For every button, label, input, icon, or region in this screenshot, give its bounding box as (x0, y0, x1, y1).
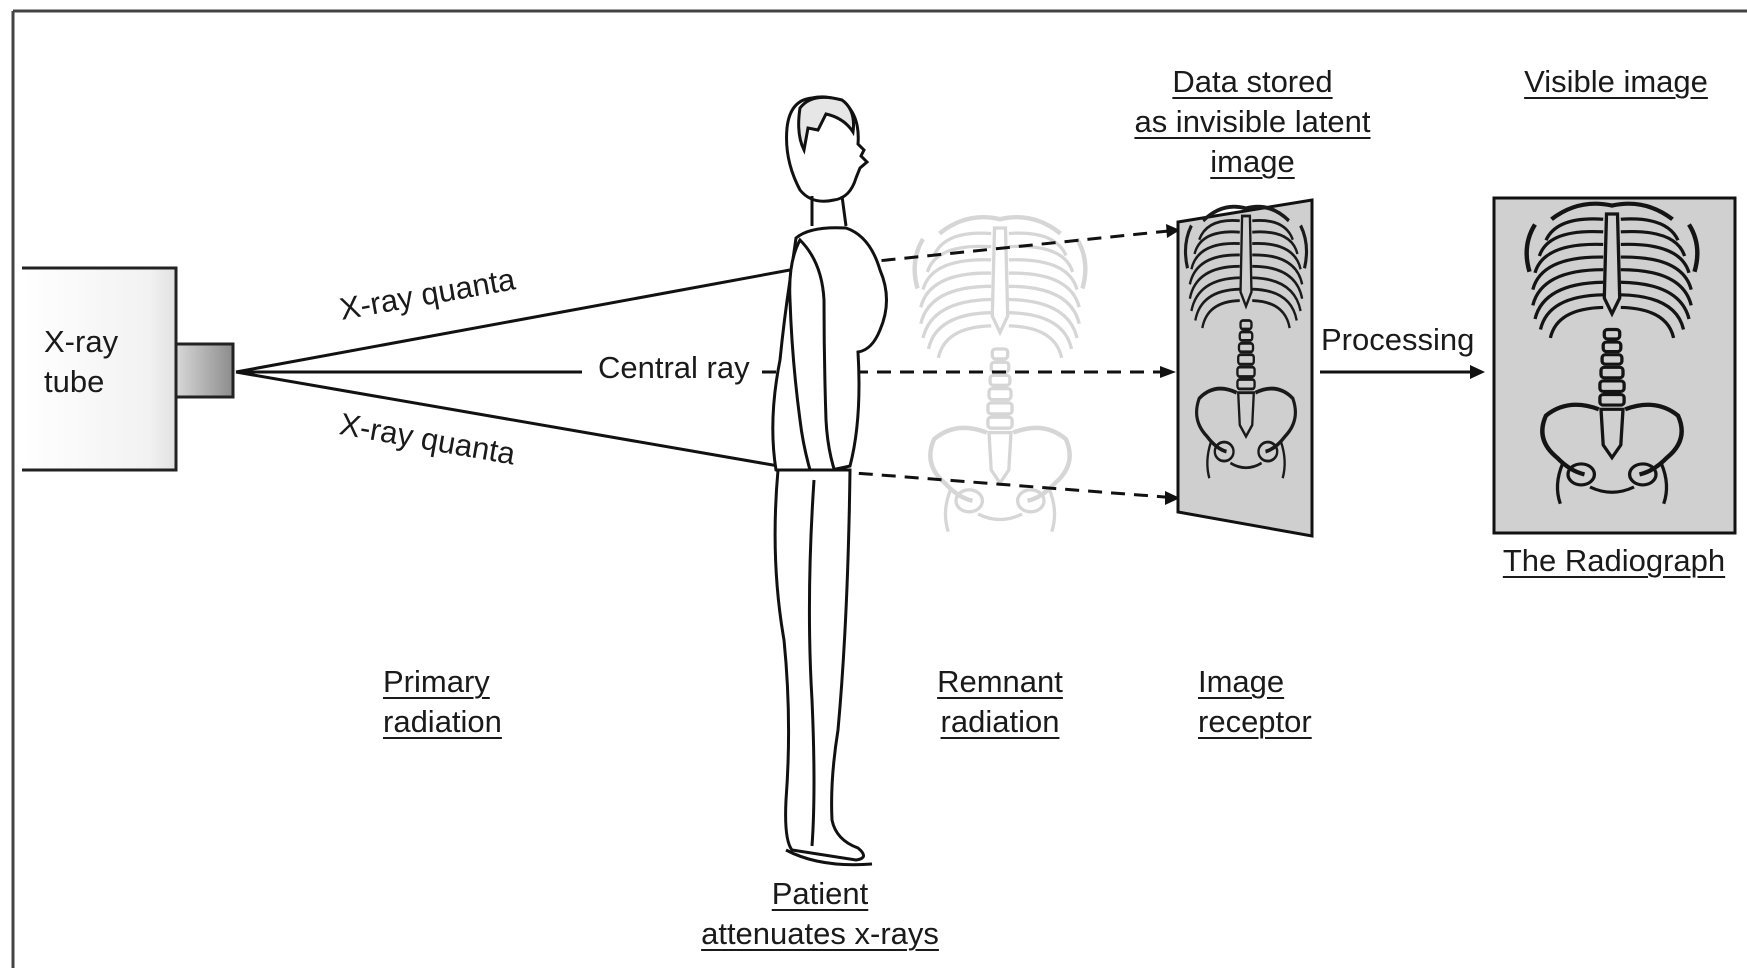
receptor-line1: Image (1198, 662, 1312, 702)
primary-line1: Primary (383, 662, 502, 702)
tube-window (176, 344, 233, 397)
data-stored-line2: as invisible latent (1110, 102, 1395, 142)
visible-image-label: Visible image (1500, 62, 1732, 102)
primary-line2: radiation (383, 702, 502, 742)
xray-tube-label-line1: X-ray (44, 322, 118, 362)
patient-line2: attenuates x-rays (680, 914, 960, 954)
xray-tube-label-line2: tube (44, 362, 118, 402)
radiograph-caption: The Radiograph (1490, 541, 1738, 581)
xray-tube-label: X-ray tube (44, 322, 118, 402)
data-stored-line3: image (1110, 142, 1395, 182)
remnant-line1: Remnant (920, 662, 1080, 702)
remnant-radiation-label: Remnant radiation (920, 662, 1080, 742)
receptor-line2: receptor (1198, 702, 1312, 742)
central-ray-label: Central ray (590, 348, 758, 388)
processing-label: Processing (1321, 320, 1474, 360)
patient-figure (773, 97, 887, 865)
data-stored-label: Data stored as invisible latent image (1110, 62, 1395, 182)
patient-line1: Patient (680, 874, 960, 914)
primary-radiation-label: Primary radiation (383, 662, 502, 742)
image-receptor-label: Image receptor (1198, 662, 1312, 742)
data-stored-line1: Data stored (1110, 62, 1395, 102)
remnant-line2: radiation (920, 702, 1080, 742)
patient-label: Patient attenuates x-rays (680, 874, 960, 954)
